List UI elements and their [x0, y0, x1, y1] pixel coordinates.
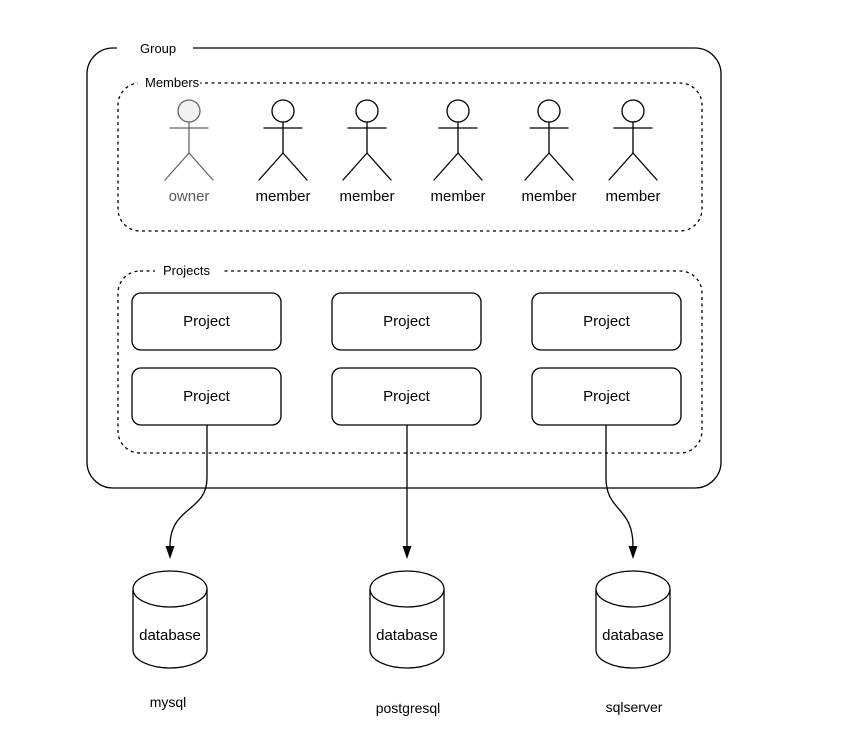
member-leg-left-icon — [524, 152, 550, 181]
database-shape-label: database — [602, 627, 664, 644]
project-box-4: Project — [131, 367, 282, 426]
database-cylinder-top — [369, 570, 445, 608]
member-leg-left-icon — [608, 152, 634, 181]
member-head-icon — [621, 99, 645, 123]
database-cylinder-top — [132, 570, 208, 608]
group-container-box — [86, 47, 722, 489]
projects-label-background — [155, 265, 223, 277]
members-label-background — [138, 77, 200, 89]
member-head-icon — [355, 99, 379, 123]
project-label: Project — [183, 388, 231, 405]
member-label: member — [605, 188, 660, 205]
actor-owner: owner — [164, 99, 214, 205]
projects-section-label: Projects — [163, 263, 210, 278]
project-label: Project — [183, 313, 231, 330]
member-label: member — [430, 188, 485, 205]
members-section-label: Members — [145, 75, 200, 90]
member-label: member — [255, 188, 310, 205]
database-sqlserver: database sqlserver — [595, 570, 671, 715]
project-label: Project — [583, 313, 631, 330]
database-name-label: postgresql — [376, 700, 441, 716]
database-cylinder-body — [369, 589, 445, 669]
database-cylinder-top — [595, 570, 671, 608]
project-label: Project — [383, 313, 431, 330]
member-leg-right-icon — [548, 152, 574, 181]
arrow-line — [169, 425, 208, 547]
project-label: Project — [383, 388, 431, 405]
group-label-background — [117, 41, 193, 55]
project-label: Project — [583, 388, 631, 405]
member-head-icon — [271, 99, 295, 123]
project-box-2: Project — [331, 292, 482, 351]
database-mysql: database mysql — [132, 570, 208, 710]
database-shape-label: database — [376, 627, 438, 644]
database-cylinder-body — [132, 589, 208, 669]
database-name-label: mysql — [150, 694, 187, 710]
arrow-project-to-mysql — [165, 425, 208, 559]
owner-leg-right-icon — [188, 152, 214, 181]
project-box-3: Project — [531, 292, 682, 351]
member-label: member — [521, 188, 576, 205]
actor-member-5: member — [605, 99, 661, 205]
owner-leg-left-icon — [164, 152, 190, 181]
member-leg-right-icon — [282, 152, 308, 181]
member-leg-right-icon — [366, 152, 392, 181]
arrowhead-icon — [402, 546, 412, 559]
arrowhead-icon — [628, 546, 638, 559]
project-rect — [131, 292, 282, 351]
member-leg-right-icon — [457, 152, 483, 181]
arrow-project-to-postgresql — [402, 425, 412, 559]
actor-member-1: member — [255, 99, 311, 205]
member-leg-left-icon — [433, 152, 459, 181]
arrow-project-to-sqlserver — [605, 425, 638, 559]
projects-container-box — [117, 270, 703, 454]
member-head-icon — [537, 99, 561, 123]
project-box-6: Project — [531, 367, 682, 426]
project-box-5: Project — [331, 367, 482, 426]
project-rect — [531, 292, 682, 351]
group-label: Group — [140, 41, 176, 56]
member-label: member — [339, 188, 394, 205]
actor-member-4: member — [521, 99, 577, 205]
arrow-line — [605, 425, 634, 547]
member-leg-left-icon — [342, 152, 368, 181]
arrowhead-icon — [165, 546, 175, 559]
database-cylinder-body — [595, 589, 671, 669]
database-name-label: sqlserver — [606, 699, 663, 715]
member-leg-left-icon — [258, 152, 284, 181]
project-box-1: Project — [131, 292, 282, 351]
owner-head-icon — [177, 99, 201, 123]
owner-label: owner — [169, 188, 210, 205]
database-postgresql: database postgresql — [369, 570, 445, 716]
database-shape-label: database — [139, 627, 201, 644]
actor-member-3: member — [430, 99, 486, 205]
members-container-box — [117, 82, 703, 232]
project-rect — [331, 292, 482, 351]
actor-member-2: member — [339, 99, 395, 205]
member-head-icon — [446, 99, 470, 123]
member-leg-right-icon — [632, 152, 658, 181]
